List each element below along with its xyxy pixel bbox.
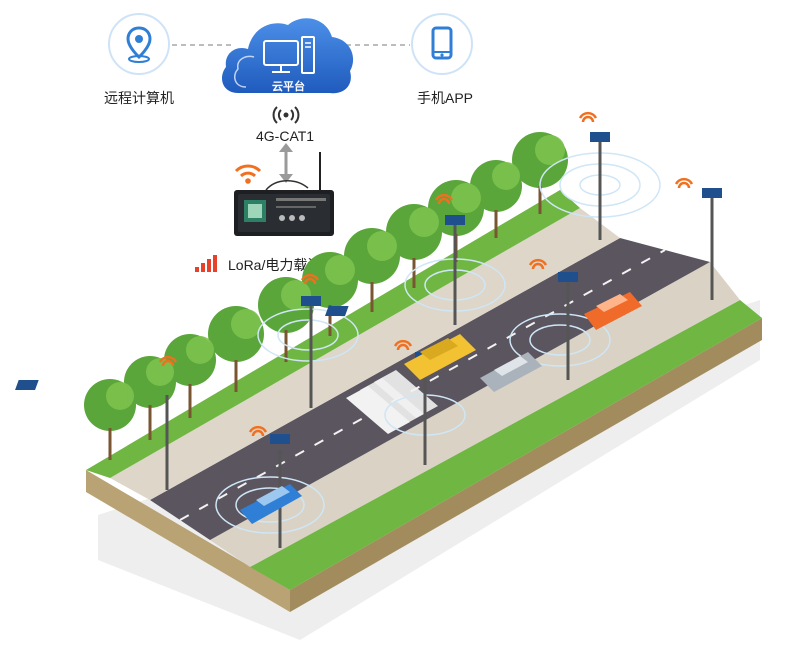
cloud-platform-label: 云平台: [272, 81, 305, 93]
mobile-app-label: 手机APP: [417, 90, 474, 106]
car-orange: [584, 292, 642, 330]
lane-markings: [179, 249, 666, 521]
remote-computer-label: 远程计算机: [104, 90, 174, 106]
car-blue: [240, 484, 302, 524]
antenna-signal-icon: [272, 106, 300, 124]
crosswalk: [346, 370, 438, 434]
signal-bars-icon: [195, 255, 217, 272]
sidewalk-left: [110, 208, 620, 500]
wifi-icon: [234, 164, 262, 184]
lamp-wifi-icons: [158, 111, 694, 437]
cloud-platform-icon: [222, 18, 354, 94]
grass-strip: [250, 300, 762, 590]
car-silver: [480, 352, 542, 392]
tree-row: [84, 132, 568, 460]
field-network-label: LoRa/电力载波: [228, 257, 322, 273]
ground-slab-side: [86, 470, 290, 612]
bidirectional-arrow: [279, 143, 293, 183]
road: [150, 238, 710, 540]
street-lamps: [165, 140, 714, 548]
location-pin-icon: [108, 13, 170, 75]
uplink-label: 4G-CAT1: [256, 128, 315, 144]
gateway-device: [234, 152, 334, 236]
cars: [240, 292, 642, 524]
car-yellow: [404, 334, 476, 380]
sidewalk-right: [210, 262, 740, 567]
smartphone-icon: [411, 13, 473, 75]
